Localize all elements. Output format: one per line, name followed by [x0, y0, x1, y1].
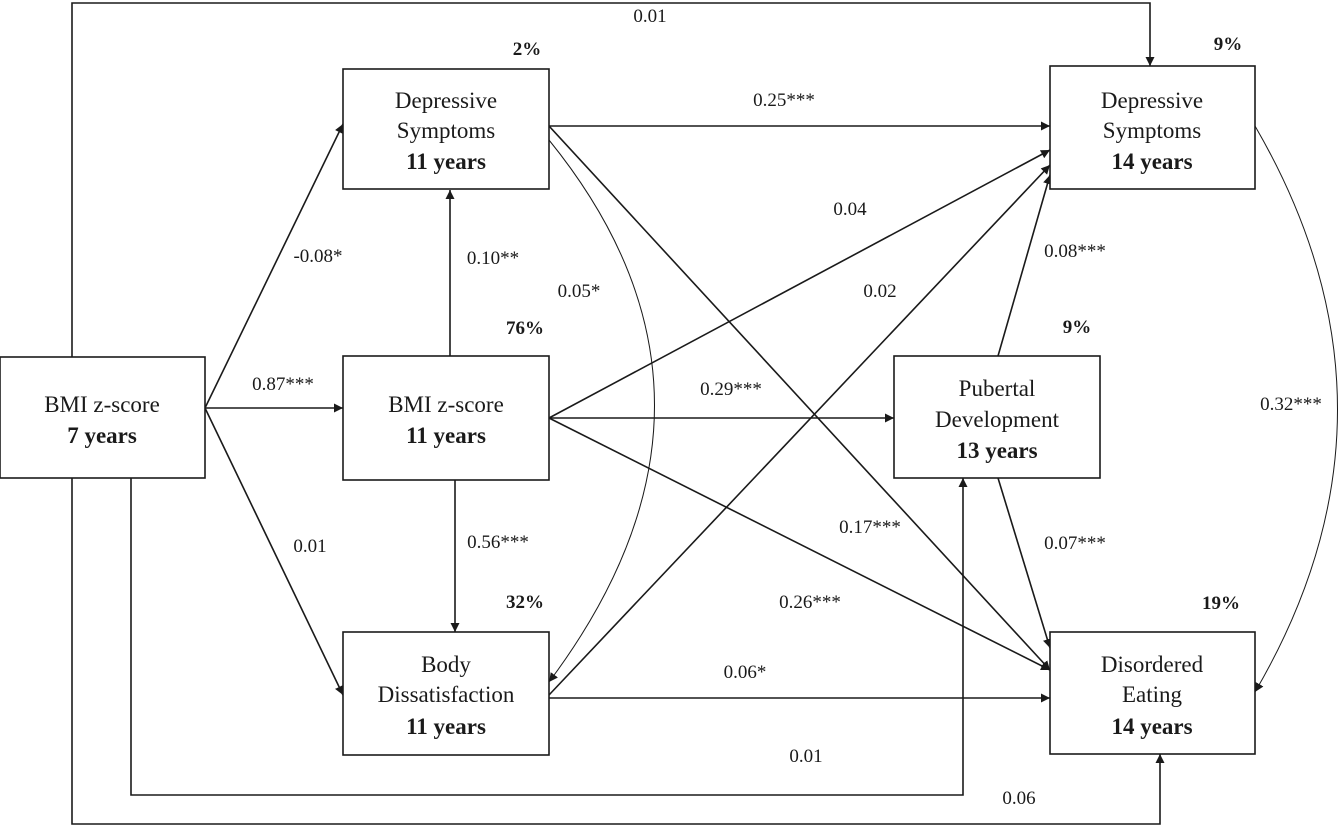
- node-pub13-age: 13 years: [956, 438, 1037, 463]
- coef-corr-dep14-de14: 0.32***: [1260, 394, 1322, 415]
- node-bmi11-label: BMI z-score: [388, 392, 504, 417]
- node-bmi-7-label: BMI z-score: [44, 392, 160, 417]
- node-bd11-line1: Body: [421, 652, 471, 677]
- node-bmi-7-age: 7 years: [67, 423, 137, 448]
- coef-bd11-de14: 0.06*: [724, 662, 767, 683]
- path-bmi7-dep11: [204, 123, 344, 409]
- node-dep14-line1: Depressive: [1101, 88, 1203, 113]
- path-bmi7-dep14: [71, 2, 1155, 357]
- node-bd11-age: 11 years: [406, 714, 486, 739]
- path-bmi7-pub13: [130, 478, 968, 796]
- path-bmi11-dep14: [548, 149, 1051, 419]
- coef-bmi11-pub13: 0.29***: [700, 379, 762, 400]
- coef-dep11-de14: 0.17***: [839, 517, 901, 538]
- node-pubertal-13-years: Pubertal Development 13 years: [893, 355, 1101, 479]
- coef-bmi11-bd11: 0.56***: [467, 532, 529, 553]
- node-bmi-11-years: BMI z-score 11 years: [342, 355, 550, 481]
- node-de14-age: 14 years: [1111, 714, 1192, 739]
- path-dep11-de14: [548, 125, 1051, 671]
- path-bd11-dep14: [548, 164, 1051, 696]
- node-de14-line1: Disordered: [1101, 652, 1204, 677]
- path-bmi11-de14: [548, 417, 1051, 671]
- r2-de14: 19%: [1202, 593, 1240, 614]
- path-pub13-dep14: [997, 174, 1052, 357]
- coef-bmi7-de14: 0.06: [1002, 788, 1035, 809]
- node-bmi11-age: 11 years: [406, 423, 486, 448]
- node-depressive-11-years: Depressive Symptoms 11 years: [342, 68, 550, 190]
- variance-labels: 2% 76% 32% 9% 9% 19%: [506, 34, 1242, 614]
- coefficient-labels: 0.01 -0.08* 0.87*** 0.01 0.01 0.06 0.10*…: [252, 6, 1322, 809]
- coef-bmi11-de14: 0.26***: [779, 592, 841, 613]
- node-dep11-age: 11 years: [406, 149, 486, 174]
- coef-bmi7-bmi11: 0.87***: [252, 374, 314, 395]
- coef-corr-dep11-bd11: 0.05*: [558, 281, 601, 302]
- coef-bmi7-dep11: -0.08*: [293, 246, 342, 267]
- node-depressive-14-years: Depressive Symptoms 14 years: [1049, 65, 1256, 190]
- r2-dep14: 9%: [1214, 34, 1243, 55]
- r2-pub13: 9%: [1063, 317, 1092, 338]
- node-pub13-line2: Development: [935, 407, 1060, 432]
- node-bmi-7-years: BMI z-score 7 years: [0, 356, 206, 479]
- r2-bmi11: 76%: [506, 318, 544, 339]
- node-dep11-line2: Symptoms: [397, 118, 495, 143]
- coef-pub13-dep14: 0.08***: [1044, 241, 1106, 262]
- coef-bd11-dep14: 0.02: [863, 281, 896, 302]
- node-body-dissatisfaction-11-years: Body Dissatisfaction 11 years: [342, 631, 550, 756]
- edges: [71, 2, 1338, 825]
- node-de14-line2: Eating: [1122, 682, 1183, 707]
- coef-pub13-de14: 0.07***: [1044, 533, 1106, 554]
- path-bmi7-bd11: [204, 407, 344, 696]
- node-dep11-line1: Depressive: [395, 88, 497, 113]
- node-dep14-age: 14 years: [1111, 149, 1192, 174]
- node-disordered-eating-14-years: Disordered Eating 14 years: [1049, 631, 1256, 755]
- path-bmi7-de14: [71, 478, 1165, 825]
- coef-bmi7-bd11: 0.01: [293, 536, 326, 557]
- coef-bmi7-dep14: 0.01: [633, 6, 666, 27]
- node-pub13-line1: Pubertal: [959, 376, 1036, 401]
- coef-bmi11-dep11: 0.10**: [467, 248, 519, 269]
- coef-bmi7-pub13: 0.01: [789, 746, 822, 767]
- correlation-dep11-bd11: [539, 130, 655, 683]
- r2-dep11: 2%: [513, 39, 542, 60]
- coef-dep11-dep14: 0.25***: [753, 90, 815, 111]
- node-bd11-line2: Dissatisfaction: [378, 682, 515, 707]
- r2-bd11: 32%: [506, 592, 544, 613]
- node-dep14-line2: Symptoms: [1103, 118, 1201, 143]
- correlation-dep14-de14: [1246, 115, 1338, 693]
- coef-bmi11-dep14: 0.04: [833, 199, 867, 220]
- path-pub13-de14: [997, 477, 1052, 649]
